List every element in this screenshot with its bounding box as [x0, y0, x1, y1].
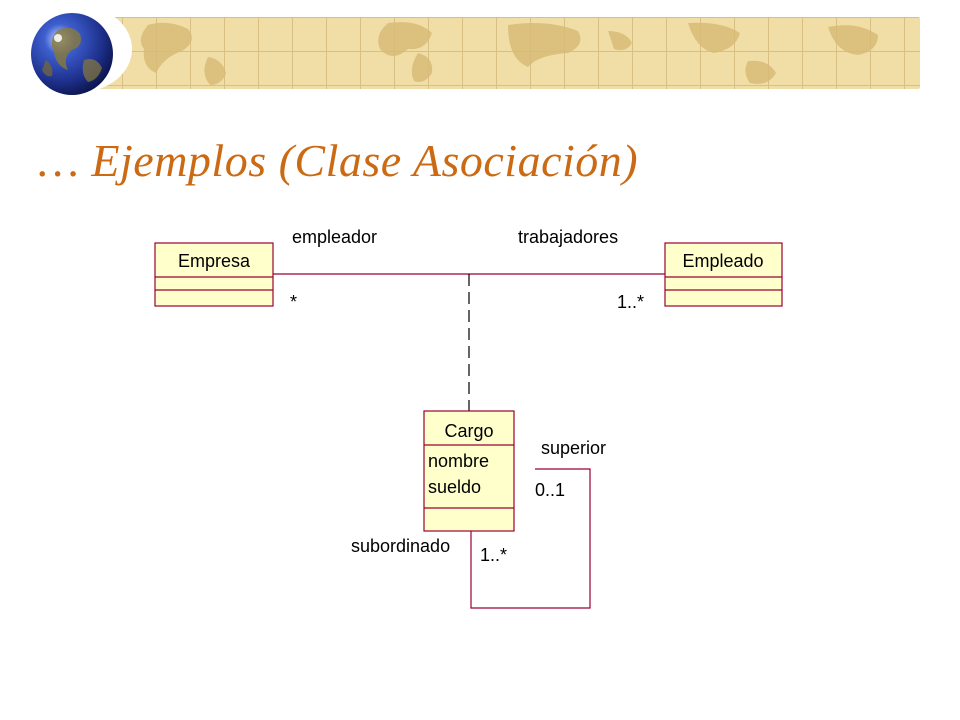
multiplicity-subordinado: 1..* — [480, 545, 507, 565]
globe-icon — [31, 13, 113, 95]
multiplicity-empleado-side: 1..* — [617, 292, 644, 312]
class-cargo-name: Cargo — [444, 421, 493, 441]
multiplicity-superior: 0..1 — [535, 480, 565, 500]
header-banner — [0, 0, 960, 100]
multiplicity-empresa-side: * — [290, 292, 297, 312]
class-cargo-attribute: sueldo — [428, 477, 481, 497]
role-superior: superior — [541, 438, 606, 458]
page-title: … Ejemplos (Clase Asociación) — [38, 135, 639, 186]
class-cargo-attribute: nombre — [428, 451, 489, 471]
role-subordinado: subordinado — [351, 536, 450, 556]
class-empresa[interactable]: Empresa — [154, 242, 274, 307]
world-map-strip — [88, 17, 920, 89]
role-empleador: empleador — [292, 227, 377, 247]
role-trabajadores: trabajadores — [518, 227, 618, 247]
self-association-line — [470, 468, 591, 609]
class-empleado-name: Empleado — [682, 251, 763, 271]
class-cargo[interactable]: Cargo nombre sueldo — [423, 410, 515, 532]
class-empleado[interactable]: Empleado — [664, 242, 783, 307]
class-empresa-name: Empresa — [178, 251, 251, 271]
